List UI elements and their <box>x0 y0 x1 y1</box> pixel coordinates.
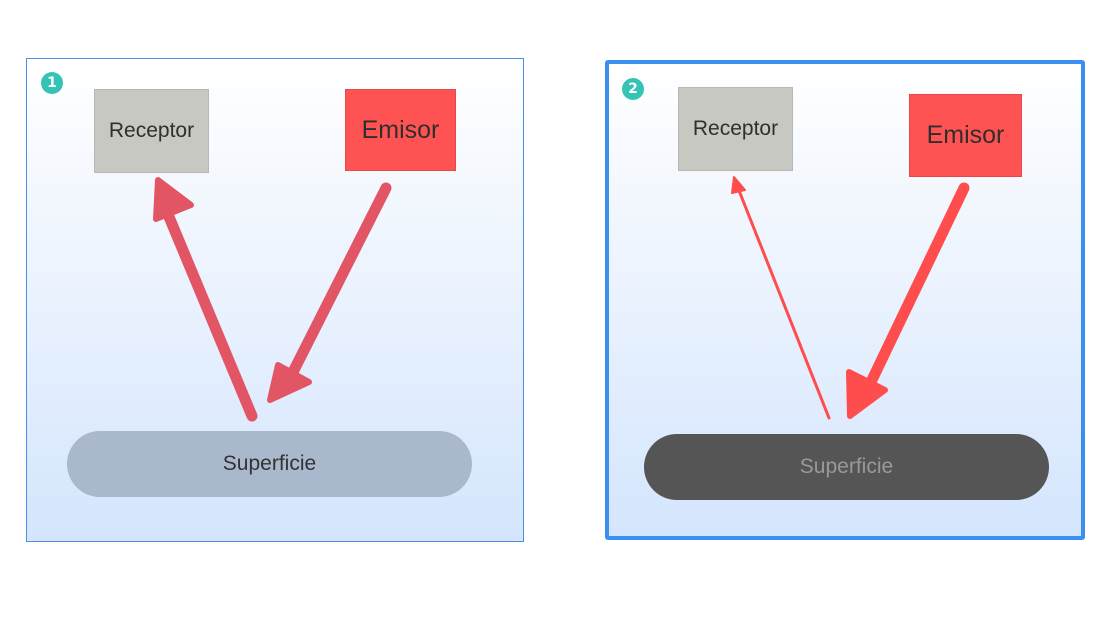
emisor-box-2: Emisor <box>909 94 1022 177</box>
receptor-box-1: Receptor <box>94 89 209 173</box>
step-badge-1: 1 <box>41 72 63 94</box>
surface-1: Superficie <box>67 431 472 497</box>
step-badge-2: 2 <box>622 78 644 100</box>
reflected-arrow-1 <box>153 177 258 422</box>
emisor-box-1: Emisor <box>345 89 456 171</box>
receptor-box-2: Receptor <box>678 87 793 171</box>
surface-2: Superficie <box>644 434 1049 500</box>
emitted-arrow-1 <box>267 182 392 403</box>
emitted-arrow-2 <box>846 182 970 419</box>
reflected-arrow-2 <box>731 176 831 420</box>
